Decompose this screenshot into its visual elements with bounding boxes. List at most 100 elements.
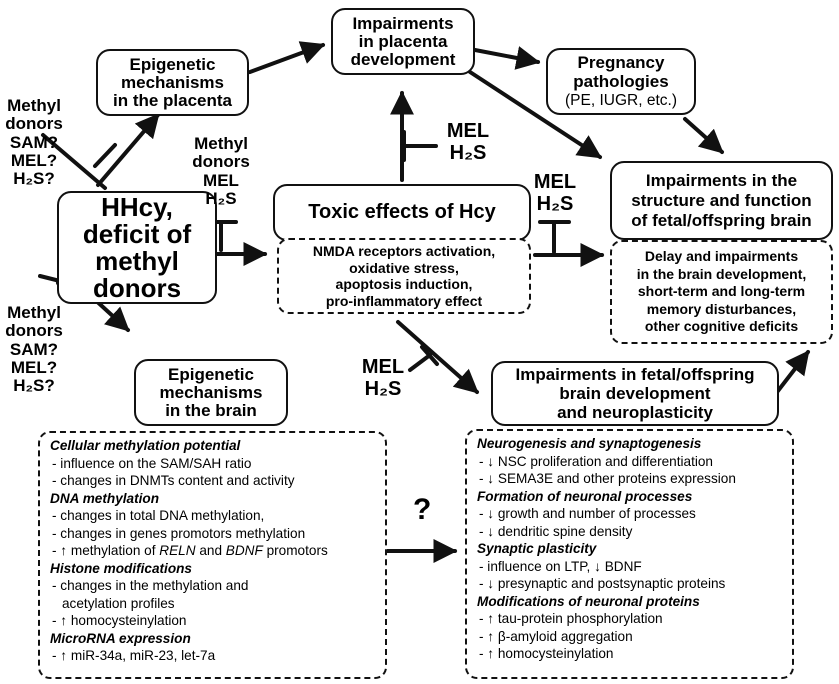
epi-section-heading: DNA methylation (50, 490, 160, 506)
brain-dev-details: Neurogenesis and synaptogenesis- ↓ NSC p… (465, 429, 794, 679)
dev-list-item: - influence on LTP, ↓ BDNF (479, 558, 642, 574)
impair-brain-line-2: structure and function (631, 190, 812, 210)
dev-list-item: - ↑ β-amyloid aggregation (479, 628, 633, 644)
arrow-pregnancy-to-impair-brain (683, 117, 724, 154)
dev-list-item: - ↑ homocysteinylation (479, 646, 614, 661)
label-mel-right-2: H₂S (536, 192, 574, 215)
impair-dev-box: Impairments in fetal/offspring brain dev… (491, 361, 779, 426)
label-methyl-top-3: SAM? (9, 132, 59, 152)
brain-deficit-5: other cognitive deficits (644, 318, 799, 335)
label-methyl-top-2: donors (5, 114, 63, 134)
arrow-epi-placenta-to-impair-placenta (248, 41, 326, 74)
impair-brain-line-3: of fetal/offspring brain (631, 210, 812, 230)
epi-placenta-box: Epigenetic mechanisms in the placenta (96, 49, 249, 116)
dev-list-item: - ↓ SEMA3E and other proteins expression (479, 471, 736, 486)
impair-dev-line-1: Impairments in fetal/offspring (515, 365, 755, 384)
label-methyl-bottom-2: donors (5, 321, 63, 341)
arrow-impair-placenta-to-impair-brain (468, 70, 603, 159)
inhibit-mel-low (408, 353, 432, 372)
impair-brain-box: Impairments in the structure and functio… (610, 161, 833, 240)
dev-list-item: - ↓ presynaptic and postsynaptic protein… (479, 576, 726, 591)
label-mel-right-1: MEL (533, 171, 577, 193)
impair-placenta-line-3: development (350, 49, 456, 69)
impair-placenta-line-1: Impairments (352, 13, 454, 33)
impair-placenta-box: Impairments in placenta development (331, 8, 475, 75)
brain-deficits-box: Delay and impairments in the brain devel… (610, 240, 833, 344)
epi-list-item: - changes in the methylation and (52, 578, 249, 593)
dev-section-heading: Synaptic plasticity (477, 541, 597, 556)
inhibit-methyl-top (41, 133, 107, 190)
epi-list-item: - changes in DNMTs content and activity (52, 473, 295, 488)
epi-placenta-line-1: Epigenetic (129, 54, 216, 74)
arrow-impair-dev-to-brain-deficits (772, 350, 810, 398)
impair-placenta-line-2: in placenta (358, 31, 448, 51)
toxic-effect-1: NMDA receptors activation, (312, 243, 496, 259)
pregnancy-box: Pregnancy pathologies (PE, IUGR, etc.) (546, 48, 696, 115)
toxic-effects-box: NMDA receptors activation, oxidative str… (277, 238, 531, 314)
epi-brain-line-3: in the brain (165, 400, 257, 420)
pregnancy-sub: (PE, IUGR, etc.) (565, 92, 677, 109)
epi-placenta-line-3: in the placenta (112, 90, 233, 110)
brain-deficit-4: memory disturbances, (646, 300, 797, 317)
impair-brain-line-1: Impairments in the (645, 170, 798, 190)
label-mel-low-1: MEL (361, 356, 405, 378)
label-methyl-mid-3: MEL (203, 170, 239, 190)
label-methyl-top: Methyl donors SAM? MEL? H₂S? (4, 96, 64, 189)
dev-list-item: - ↓ growth and number of processes (479, 506, 696, 521)
label-methyl-bottom-3: SAM? (9, 339, 59, 359)
epi-list-item: - changes in total DNA methylation, (52, 508, 265, 523)
label-methyl-bottom-4: MEL? (10, 358, 58, 378)
epi-section-heading: MicroRNA expression (50, 630, 191, 646)
arrow-toxic-to-impair-dev (396, 320, 479, 394)
hhcy-box: HHcy, deficit of methyl donors (57, 191, 217, 304)
label-mel-up-1: MEL (446, 120, 490, 142)
dev-list-item: - ↓ dendritic spine density (479, 523, 633, 539)
brain-deficit-2: in the brain development, (636, 265, 807, 282)
hhcy-line-3: methyl (95, 245, 179, 276)
hhcy-line-2: deficit of (82, 218, 192, 249)
arrow-hhcy-to-epi-placenta (96, 113, 160, 187)
label-methyl-mid-1: Methyl (194, 134, 248, 153)
label-mel-low-2: H₂S (364, 377, 402, 400)
epi-brain-line-1: Epigenetic (168, 364, 254, 384)
epi-list-item: - changes in genes promotors methylation (52, 525, 306, 541)
epi-section-heading: Histone modifications (50, 560, 192, 576)
label-methyl-top-5: H₂S? (13, 169, 55, 189)
brain-deficit-3: short-term and long-term (637, 283, 806, 300)
toxic-effect-3: apoptosis induction, (335, 276, 473, 292)
label-mel-h2s-right: MEL H₂S (530, 171, 580, 215)
epi-section-heading: Cellular methylation potential (50, 438, 241, 453)
label-methyl-mid: Methyl donors MEL H₂S (186, 134, 256, 209)
pregnancy-line-2: pathologies (573, 72, 669, 91)
inhibit-methyl-top-bar (93, 143, 117, 168)
hhcy-line-4: donors (92, 272, 182, 303)
inhibit-mel-low-bar (420, 345, 439, 366)
epi-placenta-line-2: mechanisms (121, 72, 224, 92)
dev-section-heading: Formation of neuronal processes (477, 488, 693, 504)
label-methyl-bottom-5: H₂S? (13, 376, 55, 396)
epi-list-item: - influence on the SAM/SAH ratio (52, 455, 252, 471)
label-methyl-mid-2: donors (192, 152, 250, 172)
impair-dev-line-2: brain development (559, 384, 711, 403)
label-methyl-top-4: MEL? (10, 151, 58, 171)
epi-list-item: - ↑ homocysteinylation (52, 613, 187, 628)
toxic-effect-4: pro-inflammatory effect (325, 292, 483, 309)
label-mel-up-2: H₂S (449, 141, 487, 164)
epi-brain-box: Epigenetic mechanisms in the brain (134, 359, 288, 426)
label-mel-h2s-low: MEL H₂S (355, 356, 411, 400)
label-methyl-bottom: Methyl donors SAM? MEL? H₂S? (4, 303, 64, 396)
epi-brain-line-2: mechanisms (159, 382, 263, 402)
label-methyl-top-1: Methyl (7, 96, 61, 115)
toxic-effect-2: oxidative stress, (349, 259, 459, 276)
epi-list-item: - ↑ miR-34a, miR-23, let-7a (52, 648, 216, 663)
toxic-title: Toxic effects of Hcy (308, 201, 496, 223)
pregnancy-line-1: Pregnancy (577, 53, 665, 72)
label-methyl-mid-4: H₂S (205, 189, 237, 209)
brain-deficit-1: Delay and impairments (644, 248, 799, 265)
toxic-box: Toxic effects of Hcy (273, 184, 531, 241)
label-methyl-bottom-1: Methyl (7, 303, 61, 322)
arrow-impair-placenta-to-pregnancy (473, 46, 541, 70)
impair-dev-line-3: and neuroplasticity (557, 403, 713, 422)
